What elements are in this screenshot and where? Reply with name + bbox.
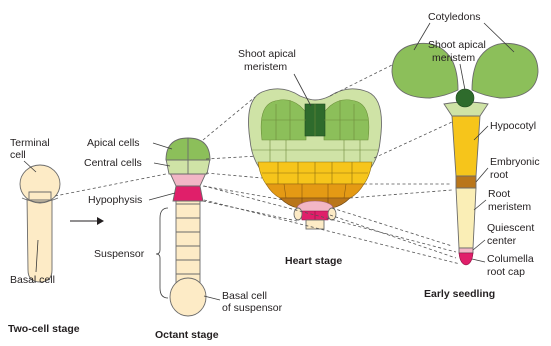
terminal-cell-label-line2: cell (10, 149, 26, 161)
terminal-cell-label-line1: Terminal (10, 137, 50, 149)
central-cells-label-text: Central cells (84, 157, 142, 169)
basal-cell-of-suspensor-label-line2: of suspensor (222, 302, 283, 314)
hypophysis-label-text: Hypophysis (88, 194, 142, 206)
root-meristem-label: Root meristem (474, 188, 531, 213)
suspensor-label-text: Suspensor (94, 248, 145, 260)
root-meristem-label-line1: Root (488, 188, 510, 200)
hypophysis-shape (173, 186, 203, 201)
stage-title-heart: Heart stage (285, 255, 342, 267)
seedling-shoot-apical-meristem (456, 89, 474, 107)
basal-cell-shape (27, 196, 52, 282)
quiescent-center-label-line2: center (487, 235, 517, 247)
cotyledons-label-text: Cotyledons (428, 11, 481, 23)
hypocotyl-label-text: Hypocotyl (490, 120, 536, 132)
hypocotyl-shape (452, 116, 480, 176)
columella-root-cap-shape (459, 253, 473, 265)
basal-cell-of-suspensor-label: Basal cell of suspensor (204, 290, 283, 314)
hypophysis-label: Hypophysis (88, 193, 175, 206)
quiescent-center-label-line1: Quiescent (487, 222, 534, 234)
root-meristem-shape (456, 188, 476, 248)
hypocotyl-label: Hypocotyl (474, 120, 536, 140)
seedling-sam-label-line2: meristem (432, 52, 475, 64)
connectors-two-cell-to-octant (55, 174, 166, 196)
suspensor-label: Suspensor (94, 208, 168, 298)
embryonic-root-label: Embryonic root (476, 156, 540, 182)
right-cotyledon (472, 43, 538, 98)
octant-embryo (166, 138, 210, 316)
columella-root-cap-label: Columella root cap (472, 253, 534, 278)
progression-arrow (70, 217, 104, 225)
two-cell-embryo (20, 165, 60, 282)
stage-title-seedling: Early seedling (424, 288, 495, 300)
root-meristem-label-line2: meristem (488, 201, 531, 213)
basal-cell-of-suspensor-shape (170, 278, 206, 316)
columella-label-line2: root cap (487, 266, 525, 278)
quiescent-center-label: Quiescent center (473, 222, 534, 250)
stage-title-two-cell: Two-cell stage (8, 323, 80, 335)
suspensor-shape (176, 188, 200, 291)
embryonic-root-shape (456, 176, 476, 188)
heart-sam-label-line2: meristem (244, 61, 287, 73)
columella-label-line1: Columella (487, 253, 534, 265)
heart-sam-label-line1: Shoot apical (238, 48, 296, 60)
apical-cells-label: Apical cells (87, 137, 172, 149)
basal-cell-label-text: Basal cell (10, 274, 55, 286)
embryonic-root-label-line2: root (490, 169, 508, 181)
central-cells-label: Central cells (84, 157, 170, 169)
heart-embryo (249, 89, 382, 229)
apical-cells-label-text: Apical cells (87, 137, 140, 149)
basal-cell-of-suspensor-label-line1: Basal cell (222, 290, 267, 302)
seedling-sam-label-line1: Shoot apical (428, 39, 486, 51)
stage-title-octant: Octant stage (155, 329, 219, 341)
embryonic-root-label-line1: Embryonic (490, 156, 540, 168)
